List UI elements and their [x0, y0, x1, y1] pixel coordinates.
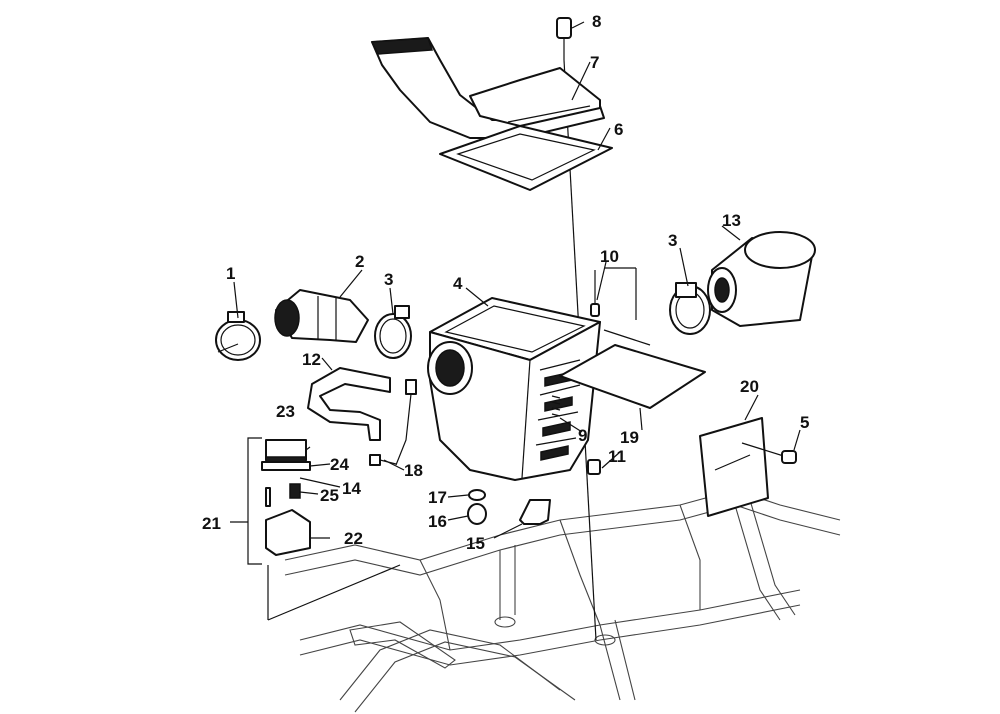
callout-1: 1 — [226, 264, 235, 283]
leader-lines — [217, 21, 801, 539]
hose-clamp-3-left — [374, 305, 412, 359]
callout-18: 18 — [404, 461, 423, 480]
lid-gasket — [439, 125, 613, 191]
callout-10: 10 — [600, 247, 619, 266]
callout-19: 19 — [620, 428, 639, 447]
callout-13: 13 — [722, 211, 741, 230]
callout-4: 4 — [453, 274, 463, 293]
callout-3-left: 3 — [384, 270, 393, 289]
callout-9: 9 — [578, 426, 587, 445]
side-plate — [559, 344, 706, 409]
cover-plate — [699, 417, 769, 517]
callout-8: 8 — [592, 12, 601, 31]
callout-20: 20 — [740, 377, 759, 396]
airbox-housing — [427, 297, 601, 481]
callout-22: 22 — [344, 529, 363, 548]
callout-14: 14 — [342, 479, 361, 498]
callout-24: 24 — [330, 455, 349, 474]
vehicle-frame — [284, 489, 841, 713]
callout-21: 21 — [202, 514, 221, 533]
callout-25: 25 — [320, 486, 339, 505]
fastener-11 — [587, 459, 601, 475]
bolt — [741, 442, 797, 464]
fastener-10 — [590, 270, 600, 317]
callout-5: 5 — [800, 413, 809, 432]
callout-labels: 1 2 3 3 4 5 6 7 8 9 10 11 12 13 14 15 16… — [202, 12, 809, 553]
callout-23: 23 — [276, 402, 295, 421]
callout-11: 11 — [608, 447, 626, 466]
callout-2: 2 — [355, 252, 364, 271]
callout-6: 6 — [614, 120, 623, 139]
drain-valve — [467, 489, 487, 525]
callout-7: 7 — [590, 53, 599, 72]
spring — [551, 395, 561, 417]
mount-bracket — [519, 499, 551, 525]
callout-12: 12 — [302, 350, 321, 369]
intake-snorkel-cover — [370, 37, 605, 139]
intake-boot — [274, 289, 369, 343]
tool-kit-assembly — [230, 437, 401, 621]
callout-17: 17 — [428, 488, 447, 507]
breather-hose — [307, 367, 391, 441]
callout-3-right: 3 — [668, 231, 677, 250]
callout-16: 16 — [428, 512, 447, 531]
air-filter-element — [707, 231, 816, 327]
callout-15: 15 — [466, 534, 485, 553]
hose-clamp-1 — [215, 311, 261, 361]
hose-clamp-3-right — [669, 282, 711, 335]
